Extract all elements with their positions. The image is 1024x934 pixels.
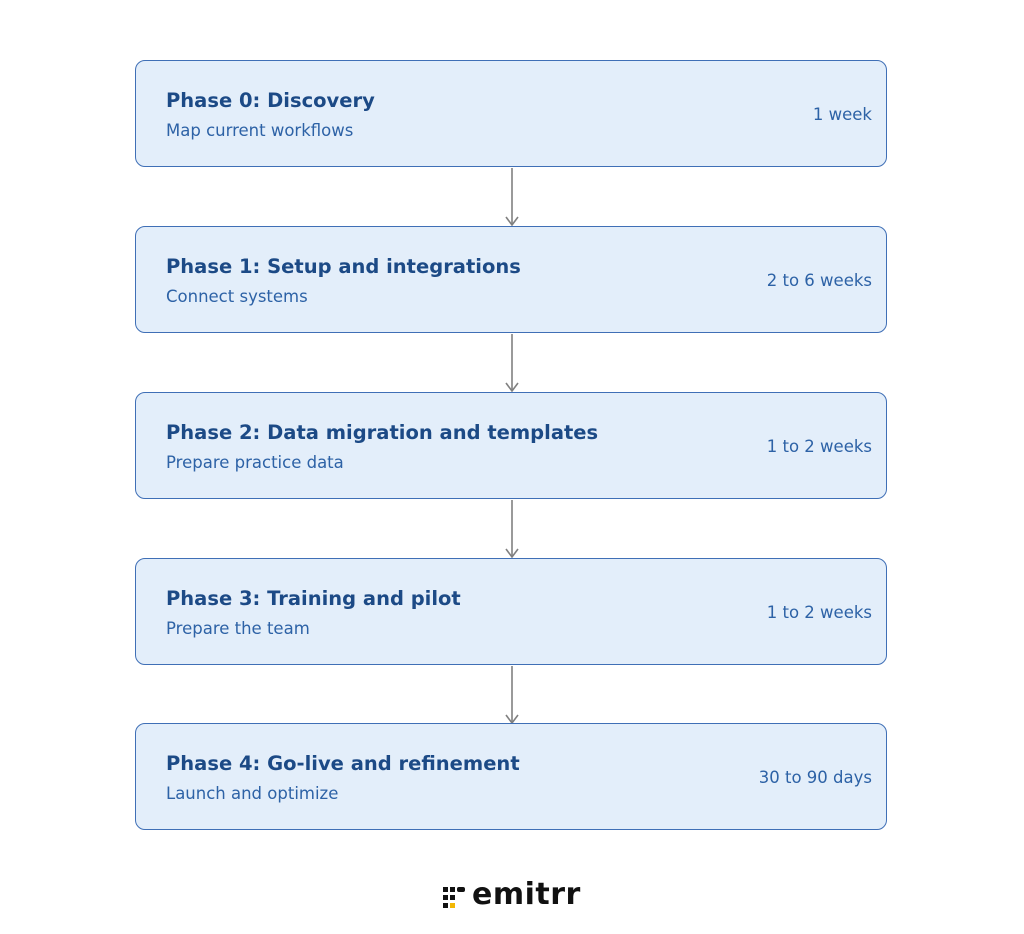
phase-subtitle: Launch and optimize [166,784,339,803]
emitrr-dots-logo-icon [443,887,465,908]
phase-title: Phase 0: Discovery [166,89,375,112]
phase-title: Phase 4: Go-live and refinement [166,752,520,775]
emitrr-logo: emitrr [443,877,583,914]
phase-duration: 1 to 2 weeks [766,437,872,456]
phase-duration: 1 week [812,105,872,124]
phase-title: Phase 3: Training and pilot [166,587,461,610]
phase-subtitle: Map current workflows [166,121,354,140]
down-arrow-icon [505,334,519,392]
phase-subtitle: Prepare the team [166,619,310,638]
down-arrow-icon [505,500,519,558]
phase-title: Phase 2: Data migration and templates [166,421,599,444]
phase-duration: 30 to 90 days [758,768,872,787]
phase-subtitle: Connect systems [166,287,308,306]
logo-wordmark: emitrr [472,877,581,912]
phase-title: Phase 1: Setup and integrations [166,255,521,278]
phase-duration: 2 to 6 weeks [766,271,872,290]
down-arrow-icon [505,168,519,226]
phase-box-0: Phase 0: Discovery Map current workflows… [135,60,887,167]
phase-box-4: Phase 4: Go-live and refinement Launch a… [135,723,887,830]
phase-box-2: Phase 2: Data migration and templates Pr… [135,392,887,499]
down-arrow-icon [505,666,519,724]
phase-duration: 1 to 2 weeks [766,603,872,622]
phase-box-1: Phase 1: Setup and integrations Connect … [135,226,887,333]
phase-subtitle: Prepare practice data [166,453,344,472]
phase-box-3: Phase 3: Training and pilot Prepare the … [135,558,887,665]
